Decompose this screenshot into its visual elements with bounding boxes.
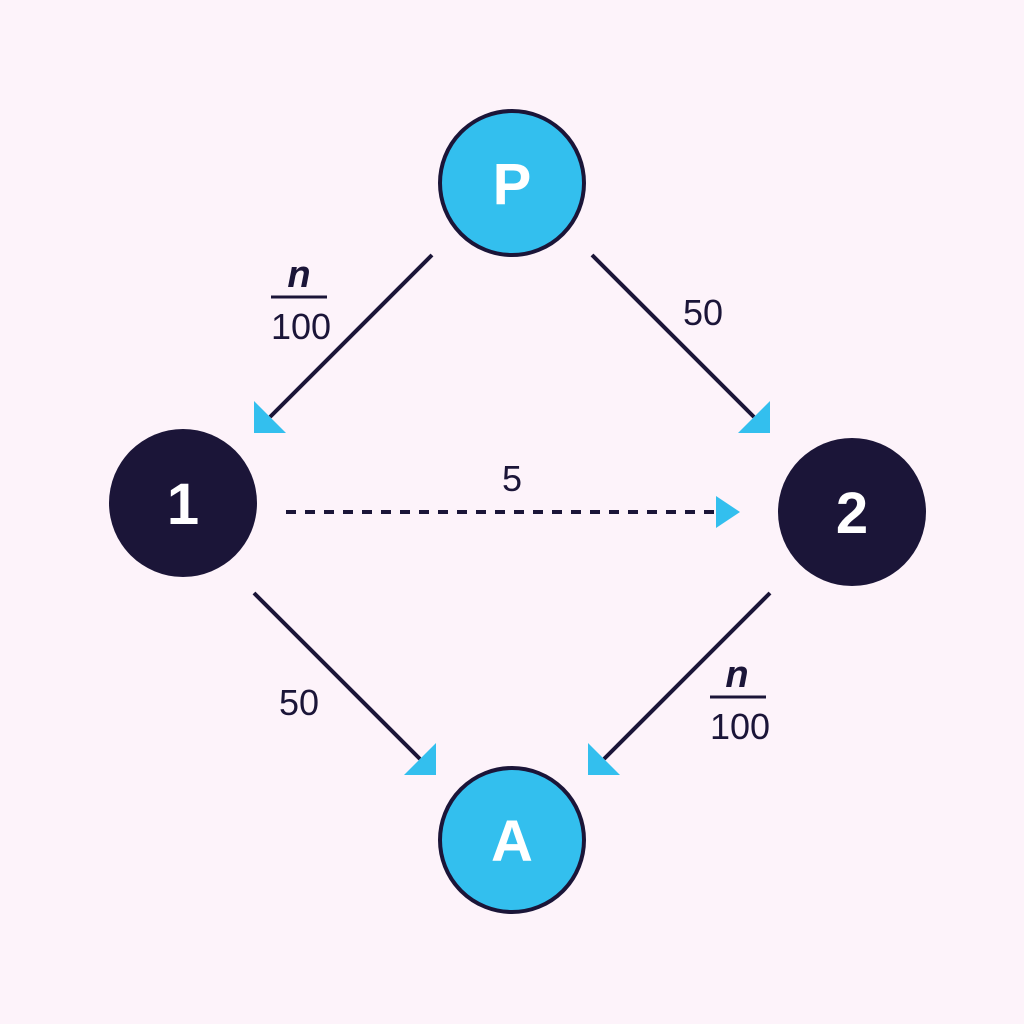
edge-2-to-a-denominator: 100 xyxy=(710,706,770,747)
edge-1-to-a-label: 50 xyxy=(279,682,319,723)
edge-p-to-1-label: n 100 xyxy=(271,254,331,347)
edge-1-to-a-line xyxy=(252,591,422,761)
node-p-label: P xyxy=(493,152,532,217)
edge-p-to-1-line xyxy=(268,253,434,419)
edge-2-to-a-numerator: n xyxy=(725,654,748,696)
edge-p-to-2-line xyxy=(590,253,756,419)
node-2: 2 xyxy=(778,438,926,586)
edge-p-to-1-numerator: n xyxy=(287,254,310,296)
node-2-label: 2 xyxy=(836,481,868,546)
edge-2-to-a-line xyxy=(602,591,772,761)
arrowhead-1-to-a xyxy=(404,743,436,775)
arrowhead-p-to-2 xyxy=(738,401,770,433)
node-p: P xyxy=(438,109,586,257)
edge-1-to-2-label: 5 xyxy=(502,458,522,499)
node-1: 1 xyxy=(109,429,257,577)
node-a-label: A xyxy=(491,809,533,874)
arrowhead-p-to-1 xyxy=(254,401,286,433)
edge-p-to-2-label: 50 xyxy=(683,292,723,333)
node-a: A xyxy=(438,766,586,914)
arrowhead-1-to-2 xyxy=(716,496,740,528)
edge-p-to-1-denominator: 100 xyxy=(271,306,331,347)
edge-2-to-a-label: n 100 xyxy=(710,654,770,747)
node-1-label: 1 xyxy=(167,472,199,537)
arrowhead-2-to-a xyxy=(588,743,620,775)
